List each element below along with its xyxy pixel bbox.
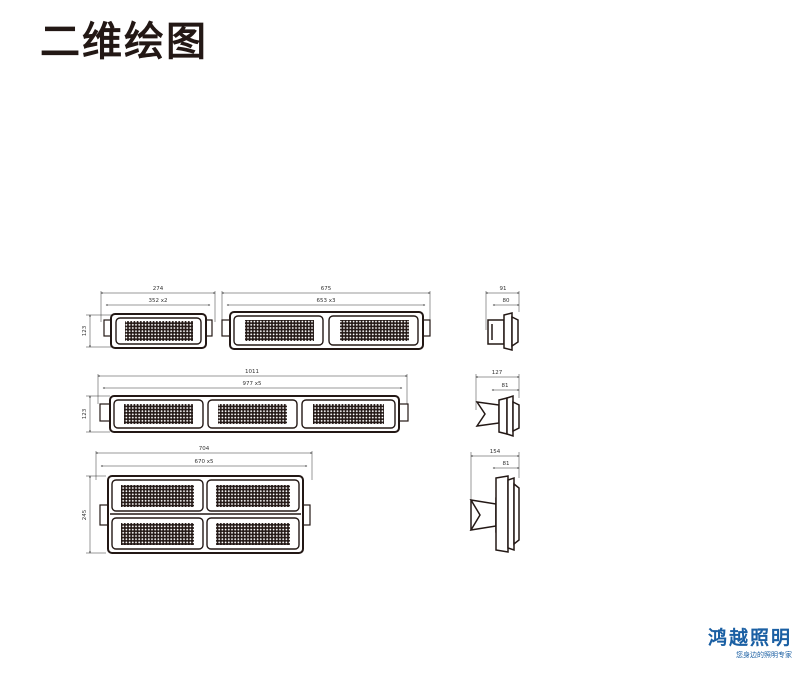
dim-label-inner-depth: 80 (503, 298, 510, 304)
brand-tagline: 您身边的照明专家 (736, 651, 792, 659)
dim-label-inner-width: 352 x2 (148, 298, 167, 304)
dimension-overall-width (100, 291, 216, 322)
dim-label-height: 245 (82, 509, 88, 520)
dimension-height (86, 395, 110, 433)
dim-label-inner-depth: 81 (502, 383, 509, 389)
side-view-3: 154 81 (469, 449, 520, 553)
dim-label-overall-width: 1011 (245, 369, 259, 375)
dimension-overall-width (97, 374, 408, 404)
front-view-double: 675 653 x3 (221, 286, 431, 350)
brand-logo: 鸿越照明 您身边的照明专家 (708, 627, 792, 660)
dim-label-overall-depth: 127 (492, 370, 503, 376)
dim-label-height: 123 (82, 408, 88, 419)
dim-label-overall-depth: 91 (500, 286, 507, 292)
dimension-overall-width (95, 451, 313, 480)
front-view-triple: 1011 977 x5 123 (82, 369, 409, 433)
front-view-quad: 704 670 x5 245 (82, 446, 313, 554)
front-view-single: 274 352 x2 123 (82, 286, 216, 349)
brand-name: 鸿越照明 (707, 627, 792, 649)
page-title: 二维绘图 (40, 19, 208, 65)
dim-label-inner-width: 653 x3 (316, 298, 336, 304)
dim-label-overall-width: 274 (153, 286, 164, 292)
dim-label-inner-width: 670 x5 (194, 459, 214, 465)
dim-label-overall-depth: 154 (490, 449, 501, 455)
dimension-overall-width (221, 291, 431, 322)
dimension-height (86, 314, 112, 348)
side-view-2: 127 81 (475, 370, 520, 438)
dim-label-inner-width: 977 x5 (242, 381, 262, 387)
side-view-1: 91 80 (485, 286, 520, 351)
dim-label-overall-width: 675 (321, 286, 332, 292)
dim-label-inner-depth: 81 (503, 461, 510, 467)
dim-label-overall-width: 704 (199, 446, 210, 452)
dim-label-height: 123 (82, 325, 88, 336)
dimension-height (86, 475, 106, 554)
